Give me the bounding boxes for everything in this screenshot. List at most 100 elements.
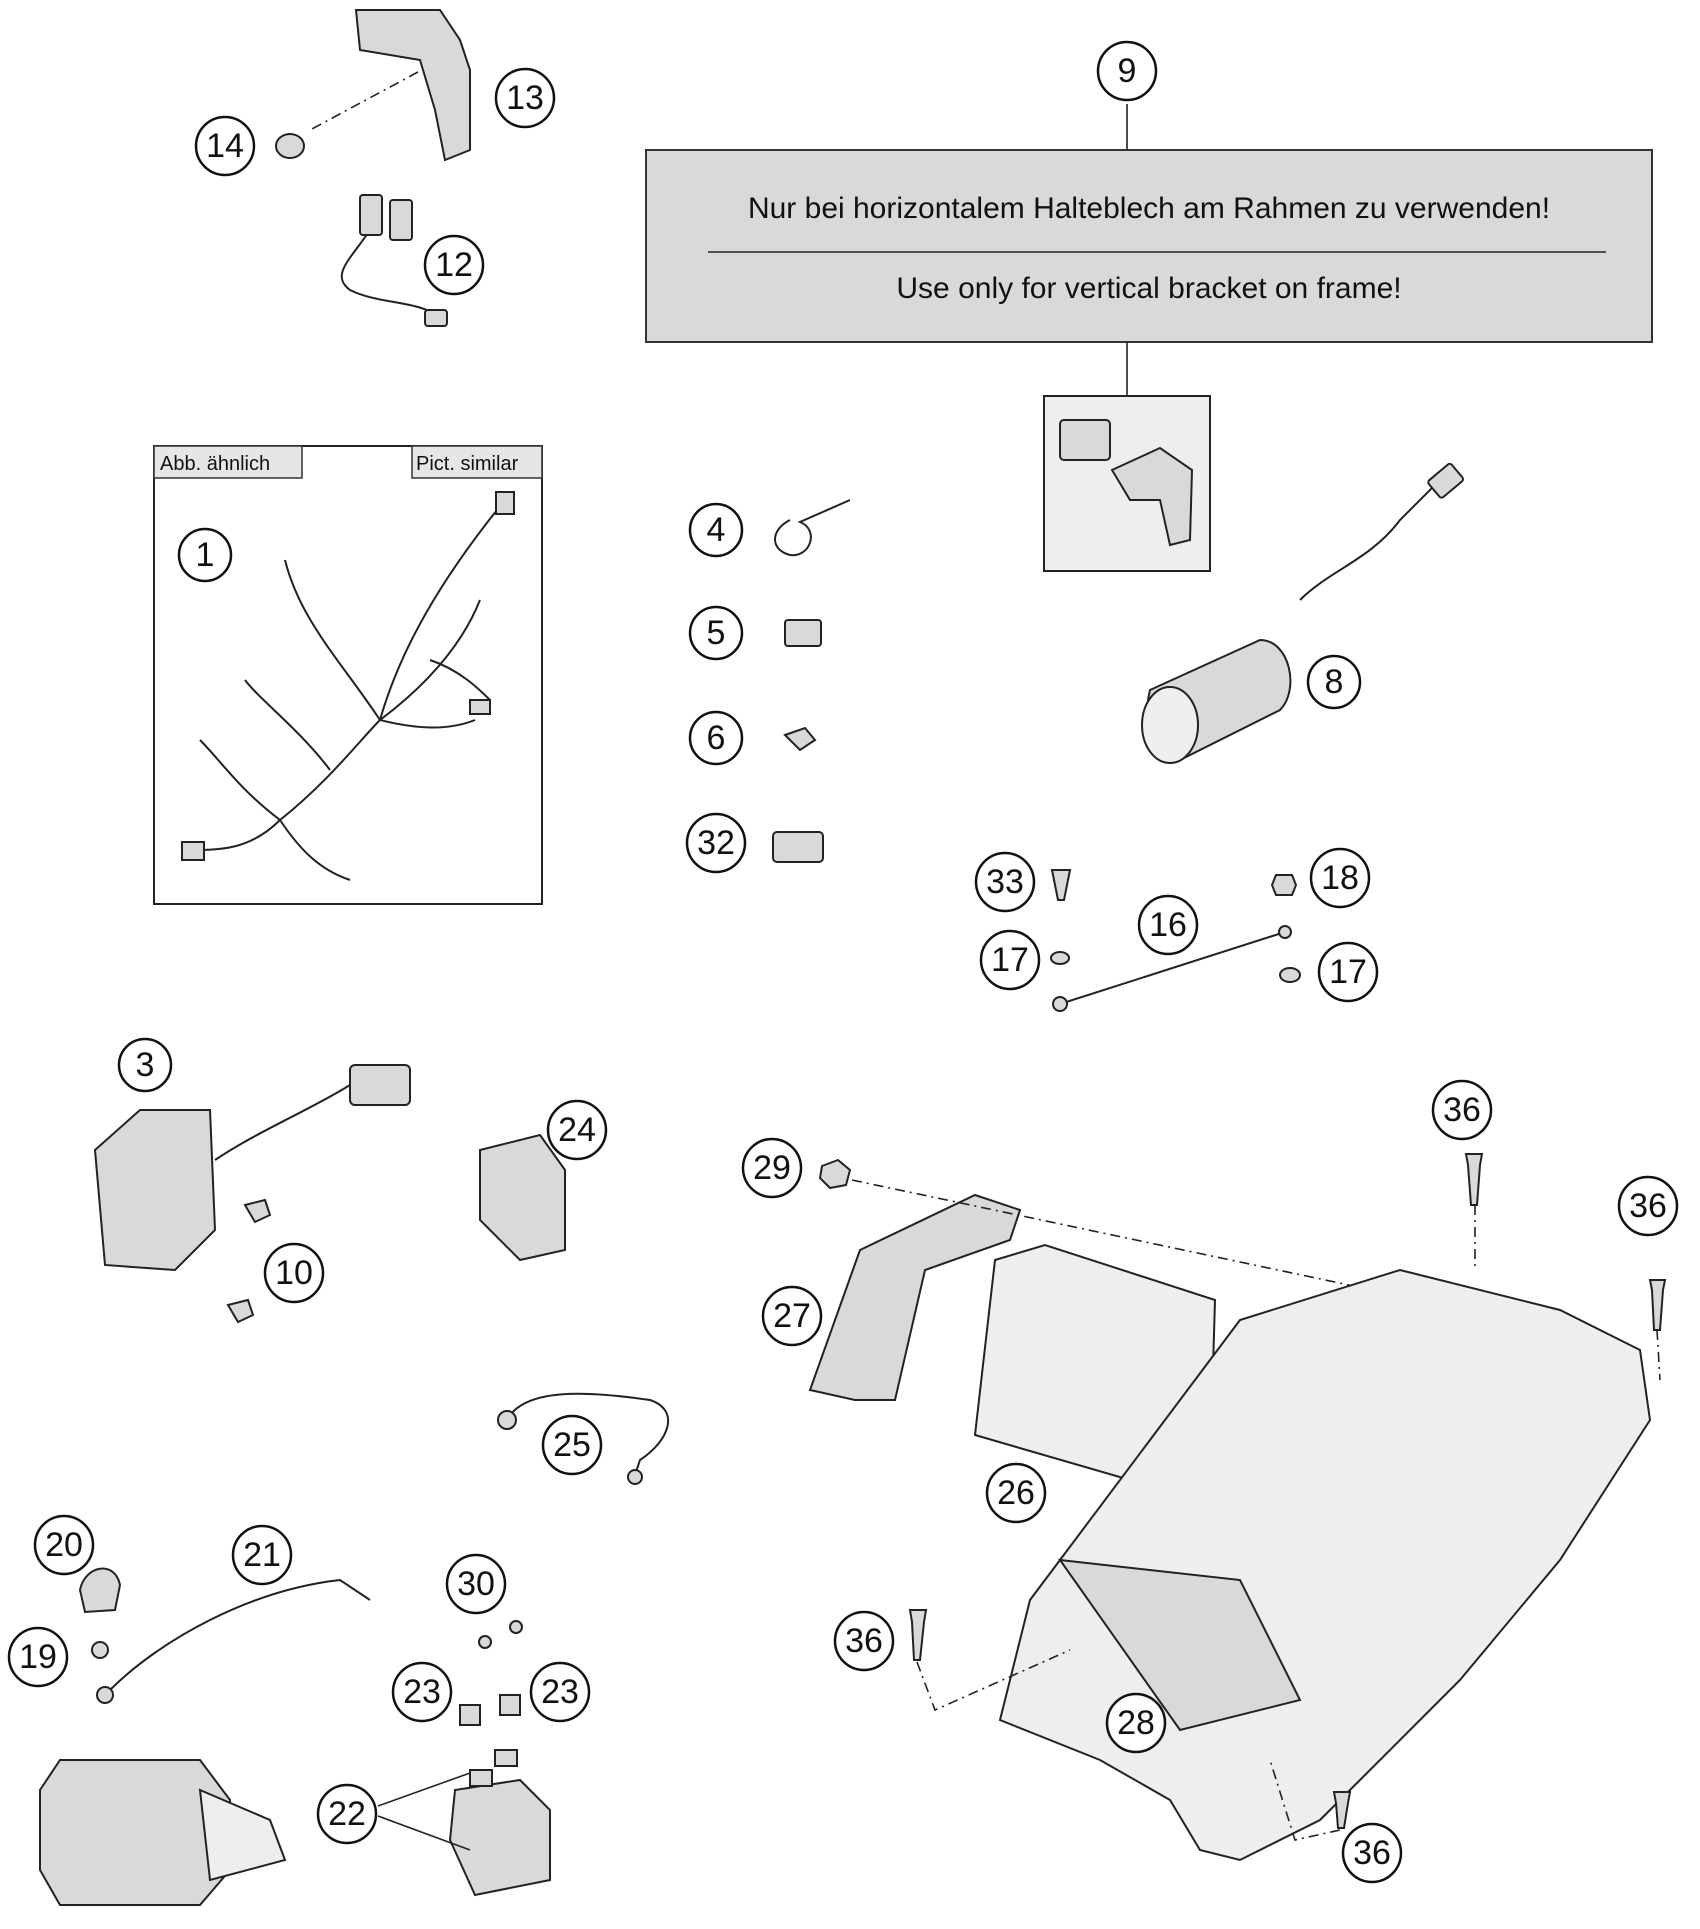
starter-relay-group — [377, 1620, 551, 1897]
washer-icon — [1050, 951, 1070, 965]
svg-text:36: 36 — [1629, 1187, 1667, 1225]
capacitor-group — [1141, 462, 1464, 764]
connector-icon — [772, 831, 824, 863]
grommet-icon — [275, 133, 305, 159]
regulator-group — [93, 1064, 411, 1324]
svg-text:4: 4 — [707, 511, 726, 549]
fuse-icon — [459, 1704, 481, 1726]
callout-25: 25 — [541, 1414, 603, 1476]
callout-26: 26 — [985, 1462, 1047, 1524]
callout-14: 14 — [194, 115, 256, 177]
svg-text:36: 36 — [1353, 1834, 1391, 1872]
nut-icon-3 — [818, 1158, 852, 1190]
svg-text:32: 32 — [697, 824, 735, 862]
svg-text:13: 13 — [506, 79, 544, 117]
callout-36d: 36 — [1341, 1822, 1403, 1884]
callout-20: 20 — [33, 1514, 95, 1576]
bolt-icon-2 — [226, 1298, 255, 1324]
callout-23a: 23 — [391, 1661, 453, 1723]
bracket-pad-icon — [1059, 419, 1111, 461]
bolt-icon — [243, 1198, 272, 1224]
svg-text:17: 17 — [991, 941, 1029, 979]
callout-36a: 36 — [1431, 1079, 1493, 1141]
svg-text:21: 21 — [243, 1536, 281, 1574]
callout-10: 10 — [263, 1242, 325, 1304]
nut-icon — [1270, 874, 1298, 896]
callout-22: 22 — [316, 1783, 378, 1845]
note-text-german: Nur bei horizontalem Halteblech am Rahme… — [748, 192, 1550, 225]
ground-cable-icon — [1059, 931, 1286, 1005]
svg-text:12: 12 — [435, 246, 473, 284]
svg-text:10: 10 — [275, 1254, 313, 1292]
note-box — [645, 149, 1653, 343]
svg-text:20: 20 — [45, 1526, 83, 1564]
svg-text:26: 26 — [997, 1474, 1035, 1512]
callout-12: 12 — [423, 234, 485, 296]
screw-icon-5 — [1648, 1279, 1667, 1331]
nut-icon-2 — [91, 1641, 109, 1659]
svg-text:6: 6 — [707, 719, 726, 757]
svg-text:27: 27 — [773, 1297, 811, 1335]
callout-28: 28 — [1105, 1692, 1167, 1754]
svg-text:30: 30 — [457, 1565, 495, 1603]
battery-holder-group — [808, 1153, 1667, 1862]
callout-6: 6 — [688, 710, 744, 766]
starter-motor-icon — [39, 1759, 231, 1906]
callout-5: 5 — [688, 605, 744, 661]
callout-17b: 17 — [1317, 941, 1379, 1003]
tag-picture-similar-de: Abb. ähnlich — [160, 453, 270, 475]
svg-text:33: 33 — [986, 863, 1024, 901]
callout-4: 4 — [688, 502, 744, 558]
small-parts-group — [772, 499, 851, 863]
callout-17a: 17 — [979, 929, 1041, 991]
callout-29: 29 — [741, 1137, 803, 1199]
callout-1: 1 — [177, 527, 233, 583]
svg-text:29: 29 — [753, 1149, 791, 1187]
relay-cover-icon — [479, 1133, 566, 1262]
washer-icon-2 — [1279, 967, 1301, 983]
battery-cable-group — [497, 1392, 670, 1485]
svg-text:8: 8 — [1325, 663, 1344, 701]
callout-24: 24 — [546, 1099, 608, 1161]
svg-text:28: 28 — [1117, 1704, 1155, 1742]
callout-9: 9 — [1096, 40, 1158, 102]
svg-text:5: 5 — [707, 614, 726, 652]
svg-text:14: 14 — [206, 127, 244, 165]
svg-text:25: 25 — [553, 1426, 591, 1464]
starter-motor-group — [39, 1759, 287, 1906]
callout-27: 27 — [761, 1285, 823, 1347]
fuse-icon-2 — [499, 1694, 521, 1716]
battery-strap-icon — [808, 1193, 1022, 1401]
wiring-harness-icon — [181, 491, 515, 881]
callout-8: 8 — [1306, 654, 1362, 710]
svg-text:1: 1 — [196, 536, 215, 574]
ground-cable-group — [1050, 869, 1301, 1012]
starter-cable-icon — [109, 1578, 371, 1691]
cable-icon — [340, 229, 441, 319]
svg-text:16: 16 — [1149, 906, 1187, 944]
relay-holder-group — [275, 9, 471, 327]
screw-icon-3 — [509, 1620, 523, 1634]
svg-text:22: 22 — [328, 1795, 366, 1833]
svg-text:19: 19 — [19, 1638, 57, 1676]
starter-relay-icon — [448, 1778, 551, 1897]
screw-icon-4 — [1464, 1153, 1484, 1206]
callout-18: 18 — [1309, 847, 1371, 909]
svg-text:36: 36 — [845, 1622, 883, 1660]
callout-16: 16 — [1137, 894, 1199, 956]
cable-tie-icon — [774, 499, 851, 557]
callout-36c: 36 — [833, 1610, 895, 1672]
callout-36b: 36 — [1617, 1175, 1679, 1237]
svg-text:9: 9 — [1118, 52, 1137, 90]
callout-30: 30 — [445, 1553, 507, 1615]
connector-clip-icon — [784, 619, 822, 647]
svg-text:23: 23 — [403, 1673, 441, 1711]
callout-21: 21 — [231, 1524, 293, 1586]
callout-32: 32 — [685, 812, 747, 874]
screw-icon-2 — [478, 1635, 492, 1649]
svg-text:36: 36 — [1443, 1091, 1481, 1129]
callout-33: 33 — [974, 851, 1036, 913]
callout-3: 3 — [117, 1037, 173, 1093]
screw-icon-7 — [1332, 1791, 1352, 1829]
cap-icon — [78, 1567, 122, 1614]
